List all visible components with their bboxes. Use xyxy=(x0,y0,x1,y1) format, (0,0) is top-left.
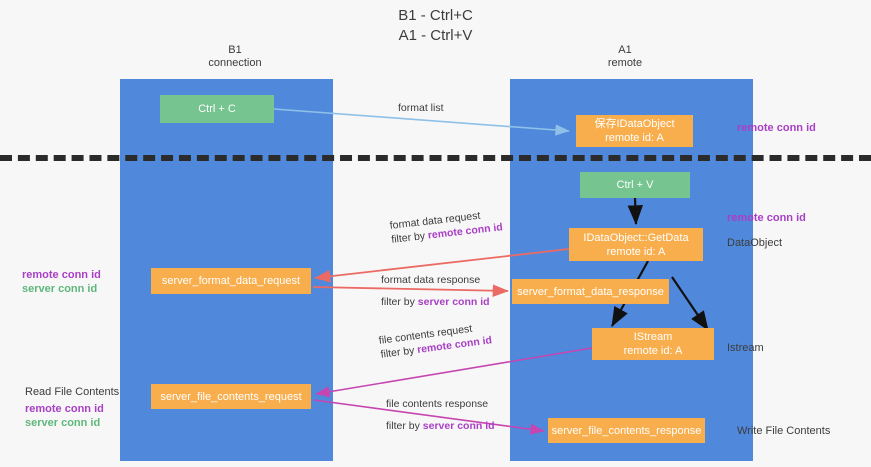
column-header-a1: A1 remote xyxy=(510,44,740,70)
column-header-b1-role: connection xyxy=(208,57,262,69)
filter-key-server-conn-id: server conn id xyxy=(422,420,495,432)
edge-label-format-list-text: format list xyxy=(398,102,444,114)
node-server-file-contents-request-label: server_file_contents_request xyxy=(160,390,302,403)
node-save-idataobject-line2: remote id: A xyxy=(605,132,664,144)
node-server-file-contents-response[interactable]: server_file_contents_response xyxy=(548,418,705,443)
annotation-dataobject: DataObject xyxy=(727,237,783,249)
node-ctrl-c[interactable]: Ctrl + C xyxy=(160,95,274,123)
node-server-format-data-request-label: server_format_data_request xyxy=(161,275,301,287)
edge-label-format-data-response-filter: filter by server conn id xyxy=(381,295,490,309)
edge-ctrlv-to-getdata xyxy=(627,197,643,226)
annotation-left-server-conn-id-2: server conn id xyxy=(25,417,101,429)
node-save-idataobject[interactable]: 保存IDataObject remote id: A xyxy=(576,115,693,147)
node-ctrl-v-label: Ctrl + V xyxy=(616,179,654,191)
annotation-remote-conn-id-mid: remote conn id xyxy=(727,212,806,224)
annotation-left-conn-ids-upper: remote conn id server conn id xyxy=(22,268,101,296)
annotation-read-file-contents: Read File Contents xyxy=(25,386,120,398)
filter-prefix: filter by xyxy=(386,420,423,432)
column-header-a1-role: remote xyxy=(607,57,643,69)
edge-label-file-contents-response-filter: filter by server conn id xyxy=(386,419,495,433)
annotation-left-remote-conn-id-2: remote conn id xyxy=(25,403,104,415)
edge-label-file-contents-response-text: file contents response xyxy=(386,398,489,410)
node-idataobject-getdata[interactable]: IDataObject::GetData remote id: A xyxy=(569,228,703,261)
node-istream[interactable]: IStream remote id: A xyxy=(592,328,714,360)
page-title: B1 - Ctrl+C A1 - Ctrl+V xyxy=(0,6,871,46)
annotation-left-conn-ids-lower: remote conn id server conn id xyxy=(25,402,104,430)
node-idataobject-getdata-line1: IDataObject::GetData xyxy=(583,231,689,244)
edge-label-file-contents-response: file contents response filter by server … xyxy=(386,397,495,433)
column-header-b1: B1 connection xyxy=(120,44,350,70)
column-header-b1-name: B1 xyxy=(228,44,242,56)
edge-format-data-request xyxy=(314,248,570,283)
edge-label-format-data-response: format data response filter by server co… xyxy=(381,273,490,309)
node-server-format-data-response-label: server_format_data_response xyxy=(517,285,664,298)
edge-format-data-response xyxy=(312,284,509,297)
page-title-line2: A1 - Ctrl+V xyxy=(398,27,473,44)
filter-key-server-conn-id: server conn id xyxy=(417,296,490,308)
node-server-file-contents-request[interactable]: server_file_contents_request xyxy=(151,384,311,409)
annotation-remote-conn-id-top: remote conn id xyxy=(737,122,816,134)
node-istream-line2: remote id: A xyxy=(623,345,683,357)
phase-separator-dashed-line xyxy=(0,155,871,161)
filter-prefix: filter by xyxy=(381,296,418,308)
node-server-format-data-response[interactable]: server_format_data_response xyxy=(512,279,669,304)
edge-label-format-data-response-text: format data response xyxy=(381,274,481,286)
node-save-idataobject-line1: 保存IDataObject xyxy=(594,118,675,130)
node-server-file-contents-response-label: server_file_contents_response xyxy=(551,424,702,437)
annotation-istream: Istream xyxy=(727,342,764,354)
node-idataobject-getdata-line2: remote id: A xyxy=(606,245,666,258)
annotation-write-file-contents: Write File Contents xyxy=(737,425,831,437)
node-ctrl-c-label: Ctrl + C xyxy=(198,103,236,115)
edge-label-format-list: format list xyxy=(398,101,444,115)
node-istream-line1: IStream xyxy=(633,331,673,343)
annotation-left-remote-conn-id: remote conn id xyxy=(22,269,101,281)
edge-response-to-istream xyxy=(671,276,709,331)
page-title-line1: B1 - Ctrl+C xyxy=(398,7,473,24)
edge-file-contents-response xyxy=(313,399,545,435)
column-header-a1-name: A1 xyxy=(618,44,632,56)
node-ctrl-v[interactable]: Ctrl + V xyxy=(580,172,690,198)
annotation-left-server-conn-id: server conn id xyxy=(22,283,98,295)
node-server-format-data-request[interactable]: server_format_data_request xyxy=(151,268,311,294)
edge-format-list xyxy=(273,108,570,136)
edge-file-contents-request xyxy=(315,347,593,398)
